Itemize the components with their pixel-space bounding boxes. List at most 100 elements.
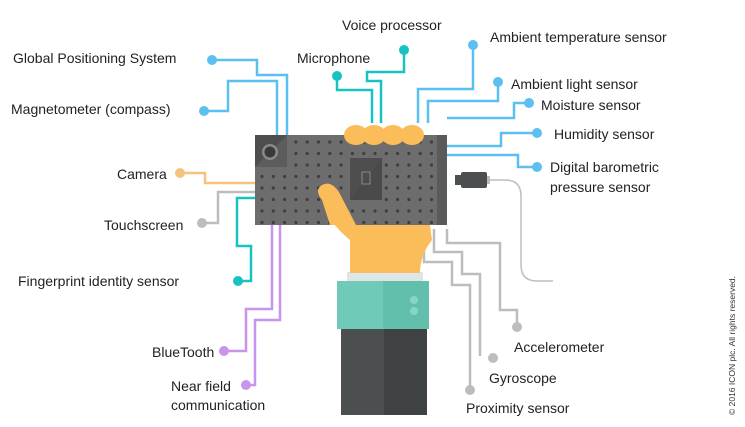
gray-wires <box>422 229 519 388</box>
phone-dot <box>339 163 343 167</box>
phone-dot <box>339 151 343 156</box>
sim-card-icon <box>361 171 371 185</box>
phone-dot <box>396 174 400 179</box>
gps-wire <box>212 58 289 135</box>
phone-dot <box>260 197 264 202</box>
phone-dot <box>294 220 298 225</box>
usb-plug-tip <box>455 175 462 185</box>
phone-dot <box>429 220 434 225</box>
accelerometer-dot <box>512 322 522 332</box>
phone-dot <box>384 174 388 179</box>
label-magnetometer: Magnetometer (compass) <box>11 101 171 117</box>
phone-dot <box>328 151 332 156</box>
camera-wire <box>180 171 256 185</box>
phone-dot <box>429 140 434 144</box>
label-humidity: Humidity sensor <box>554 126 655 142</box>
humidity-dot <box>532 128 542 138</box>
ambient-temperature-dot <box>468 40 478 50</box>
phone-dot <box>384 209 388 213</box>
voice-processor-dot <box>399 45 409 55</box>
gps-dot <box>207 55 217 65</box>
phone-dot <box>294 151 298 156</box>
ambient-light-dot <box>493 77 503 87</box>
barometric-dot <box>532 162 542 172</box>
label-fingerprint: Fingerprint identity sensor <box>18 273 180 289</box>
finger <box>381 125 405 145</box>
phone-dot <box>305 197 309 202</box>
phone-dot <box>271 197 275 202</box>
phone-dot <box>418 209 422 213</box>
phone-dot <box>339 140 343 144</box>
phone-dot <box>328 140 332 144</box>
fingerprint-dot <box>233 276 243 286</box>
purple-dots <box>219 346 251 390</box>
phone-dot <box>260 174 264 179</box>
voice-processor-wire <box>365 50 406 123</box>
phone-dot <box>316 209 321 213</box>
phone-dot <box>305 163 309 167</box>
nfc-wire <box>245 225 282 387</box>
phone-dot <box>373 220 377 225</box>
phone-dot <box>373 209 377 213</box>
phone-dot <box>396 163 400 167</box>
phone-dot <box>283 186 287 190</box>
phone-dot <box>407 209 411 213</box>
phone-dot <box>429 186 434 190</box>
phone-dot <box>294 197 298 202</box>
phone-dot <box>316 163 321 167</box>
phone-dot <box>396 186 400 190</box>
phone-dot <box>407 163 411 167</box>
phone-dot <box>283 197 287 202</box>
label-bluetooth: BlueTooth <box>152 344 215 360</box>
phone-dot <box>396 151 400 156</box>
phone-dot <box>418 197 422 202</box>
phone-dot <box>305 174 309 179</box>
ambient-light-wire <box>426 82 500 123</box>
phone-dot <box>316 140 321 144</box>
proximity-wire <box>422 229 472 388</box>
phone-dot <box>305 186 309 190</box>
label-gps: Global Positioning System <box>13 50 177 66</box>
cuff-button-icon <box>410 307 418 315</box>
gray-dots <box>465 322 522 395</box>
phone-dot <box>362 209 366 213</box>
sim-chip <box>350 158 382 200</box>
finger <box>362 125 386 145</box>
phone-dot <box>294 140 298 144</box>
label-ambient-light: Ambient light sensor <box>511 76 638 92</box>
label-camera: Camera <box>117 166 167 182</box>
label-moisture: Moisture sensor <box>541 97 641 113</box>
camera-lens-icon <box>264 146 276 158</box>
phone-dot <box>316 174 321 179</box>
microphone-wire <box>335 76 374 123</box>
fingers <box>344 125 424 145</box>
phone-dot <box>429 151 434 156</box>
phone-dot <box>384 186 388 190</box>
phone-dot <box>316 197 321 202</box>
phone-dot <box>362 220 366 225</box>
camera-dot <box>175 168 185 178</box>
sim-chip-shade <box>350 158 382 200</box>
phone-dot <box>396 209 400 213</box>
shirt-edge <box>347 272 423 282</box>
phone-dot <box>407 174 411 179</box>
humidity-wire <box>447 131 537 148</box>
phone-dot <box>429 197 434 202</box>
phone-dot <box>328 163 332 167</box>
phone-dot <box>384 197 388 202</box>
phone-dot <box>294 174 298 179</box>
phone-dot <box>429 163 434 167</box>
thumb <box>318 183 356 225</box>
phone-dot <box>283 209 287 213</box>
label-touchscreen: Touchscreen <box>104 217 184 233</box>
phone-dot <box>396 197 400 202</box>
phone-dot-grid <box>260 140 434 225</box>
moisture-dot <box>524 98 534 108</box>
accelerometer-wire <box>445 229 519 325</box>
microphone-dot <box>332 71 342 81</box>
phone-dot <box>407 197 411 202</box>
label-nfc-2: communication <box>171 397 266 413</box>
label-ambient-temperature: Ambient temperature sensor <box>490 29 667 45</box>
phone-dot <box>305 209 309 213</box>
usb-plug <box>461 172 487 188</box>
